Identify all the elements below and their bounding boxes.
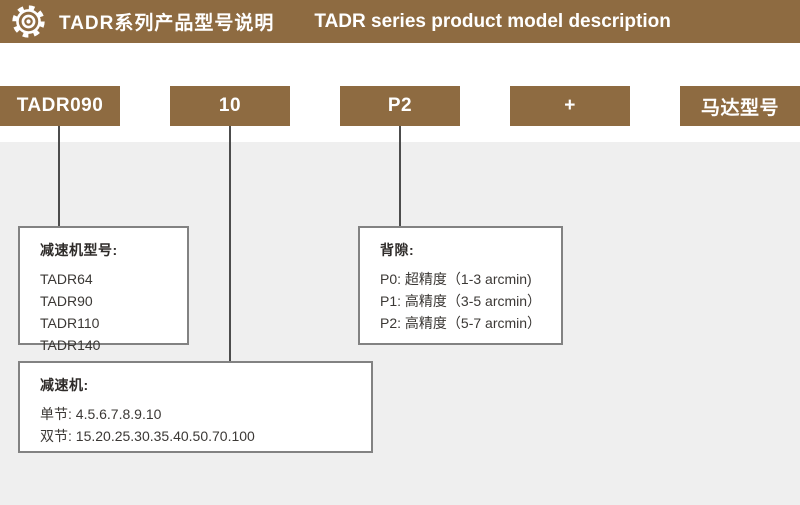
list-item: P2: 高精度（5-7 arcmin） bbox=[380, 315, 542, 331]
callout-reducer-model: 减速机型号: TADR64 TADR90 TADR110 TADR140 bbox=[18, 226, 189, 353]
segment-series-label: TADR090 bbox=[16, 95, 104, 116]
list-item: TADR110 bbox=[40, 315, 100, 331]
list-item: TADR90 bbox=[40, 293, 93, 309]
segment-plus-sign: + bbox=[510, 86, 630, 126]
header-bar: TADR系列产品型号说明 TADR series product model d… bbox=[0, 0, 800, 43]
page-title-en: TADR series product model description bbox=[314, 10, 671, 32]
page-title-zh: TADR系列产品型号说明 bbox=[59, 13, 275, 34]
segment-backlash-label: P2 bbox=[387, 95, 413, 116]
gear-center-dot bbox=[26, 19, 31, 24]
segment-motor-label: 马达型号 bbox=[700, 97, 779, 119]
callout-backlash-title: 背隙: bbox=[380, 242, 415, 258]
segment-series-code: TADR090 bbox=[0, 86, 120, 126]
callout-reducer: 减速机: 单节: 4.5.6.7.8.9.10 双节: 15.20.25.30.… bbox=[18, 361, 373, 453]
callout-reducer-model-title: 减速机型号: bbox=[40, 242, 118, 258]
connector-series-to-reducer-model bbox=[58, 126, 60, 226]
segment-motor-model: 马达型号 bbox=[680, 86, 800, 126]
list-item: 双节: 15.20.25.30.35.40.50.70.100 bbox=[40, 428, 255, 444]
list-item: TADR64 bbox=[40, 271, 93, 287]
list-item: TADR140 bbox=[40, 337, 101, 353]
segment-ratio-code: 10 bbox=[170, 86, 290, 126]
segment-backlash-code: P2 bbox=[340, 86, 460, 126]
list-item: 单节: 4.5.6.7.8.9.10 bbox=[40, 406, 162, 422]
list-item: P1: 高精度（3-5 arcmin） bbox=[380, 293, 542, 309]
segment-ratio-label: 10 bbox=[218, 95, 242, 116]
connector-backlash-code-to-backlash bbox=[399, 126, 401, 226]
gear-icon bbox=[12, 5, 45, 38]
callout-backlash: 背隙: P0: 超精度（1-3 arcmin) P1: 高精度（3-5 arcm… bbox=[358, 226, 563, 345]
callout-reducer-title: 减速机: bbox=[40, 377, 89, 393]
segment-plus-label: + bbox=[564, 95, 576, 116]
connector-ratio-to-reducer bbox=[229, 126, 231, 361]
list-item: P0: 超精度（1-3 arcmin) bbox=[380, 271, 532, 287]
